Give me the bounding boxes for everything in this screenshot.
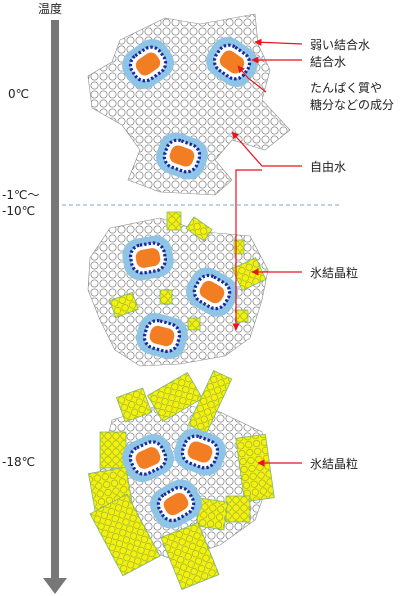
solute-core — [135, 52, 161, 76]
solute-particle — [121, 433, 175, 483]
arrow-free-water-down — [232, 169, 262, 331]
callout-arrows — [231, 38, 303, 467]
ice-crystal — [235, 309, 249, 323]
ice-crystal — [109, 291, 139, 319]
label-bound-water: 結合水 — [310, 54, 346, 69]
ice-crystal — [235, 433, 275, 503]
ice-crystal — [89, 493, 161, 577]
arrow-weak-bound — [254, 38, 303, 46]
label-free-water: 自由水 — [310, 160, 346, 174]
ice-crystal — [115, 387, 153, 423]
label-ice-crystal-low: 氷結晶粒 — [310, 456, 358, 471]
arrow-solutes — [237, 65, 267, 93]
solute-particle — [174, 428, 226, 476]
solute-particle — [122, 235, 174, 281]
ice-crystal — [233, 239, 245, 255]
ice-crystal — [185, 216, 213, 242]
ice-crystal — [147, 371, 203, 423]
solute-core — [135, 447, 161, 469]
label-solutes-line1: たんぱく質や — [310, 80, 382, 95]
ice-crystal — [166, 211, 182, 231]
tick-label-minus18c: -18℃ — [2, 455, 35, 469]
solute-core — [163, 492, 189, 516]
ice-crystal — [187, 317, 201, 331]
solute-core — [149, 325, 175, 347]
tick-label-0c: 0℃ — [8, 87, 29, 101]
tick-label-minus10c: -10℃ — [2, 204, 35, 218]
ice-crystal — [159, 289, 173, 305]
stage-minus10c — [87, 211, 269, 367]
solute-core — [187, 441, 213, 463]
down-arrow-icon — [43, 578, 67, 594]
ice-crystal — [225, 495, 251, 523]
solute-particle — [136, 313, 188, 359]
temperature-axis — [43, 20, 67, 594]
solute-particle — [156, 132, 208, 180]
ice-crystal — [99, 431, 127, 469]
label-ice-crystal-mid: 氷結晶粒 — [310, 265, 358, 280]
label-solutes-line2: 糖分などの成分 — [310, 97, 394, 112]
label-weak-bound-water: 弱い結合水 — [310, 37, 370, 52]
tick-label-minus1c: -1℃～ — [2, 188, 39, 202]
solute-core — [135, 248, 161, 268]
axis-title: 温度 — [38, 1, 62, 16]
solute-particle — [149, 479, 203, 529]
solute-particle — [185, 267, 239, 317]
ice-crystal — [160, 522, 220, 590]
ice-crystal — [231, 257, 267, 291]
solute-core — [169, 145, 195, 167]
solute-core — [199, 280, 225, 304]
solute-particle — [122, 39, 174, 89]
arrow-free-water — [231, 131, 302, 167]
